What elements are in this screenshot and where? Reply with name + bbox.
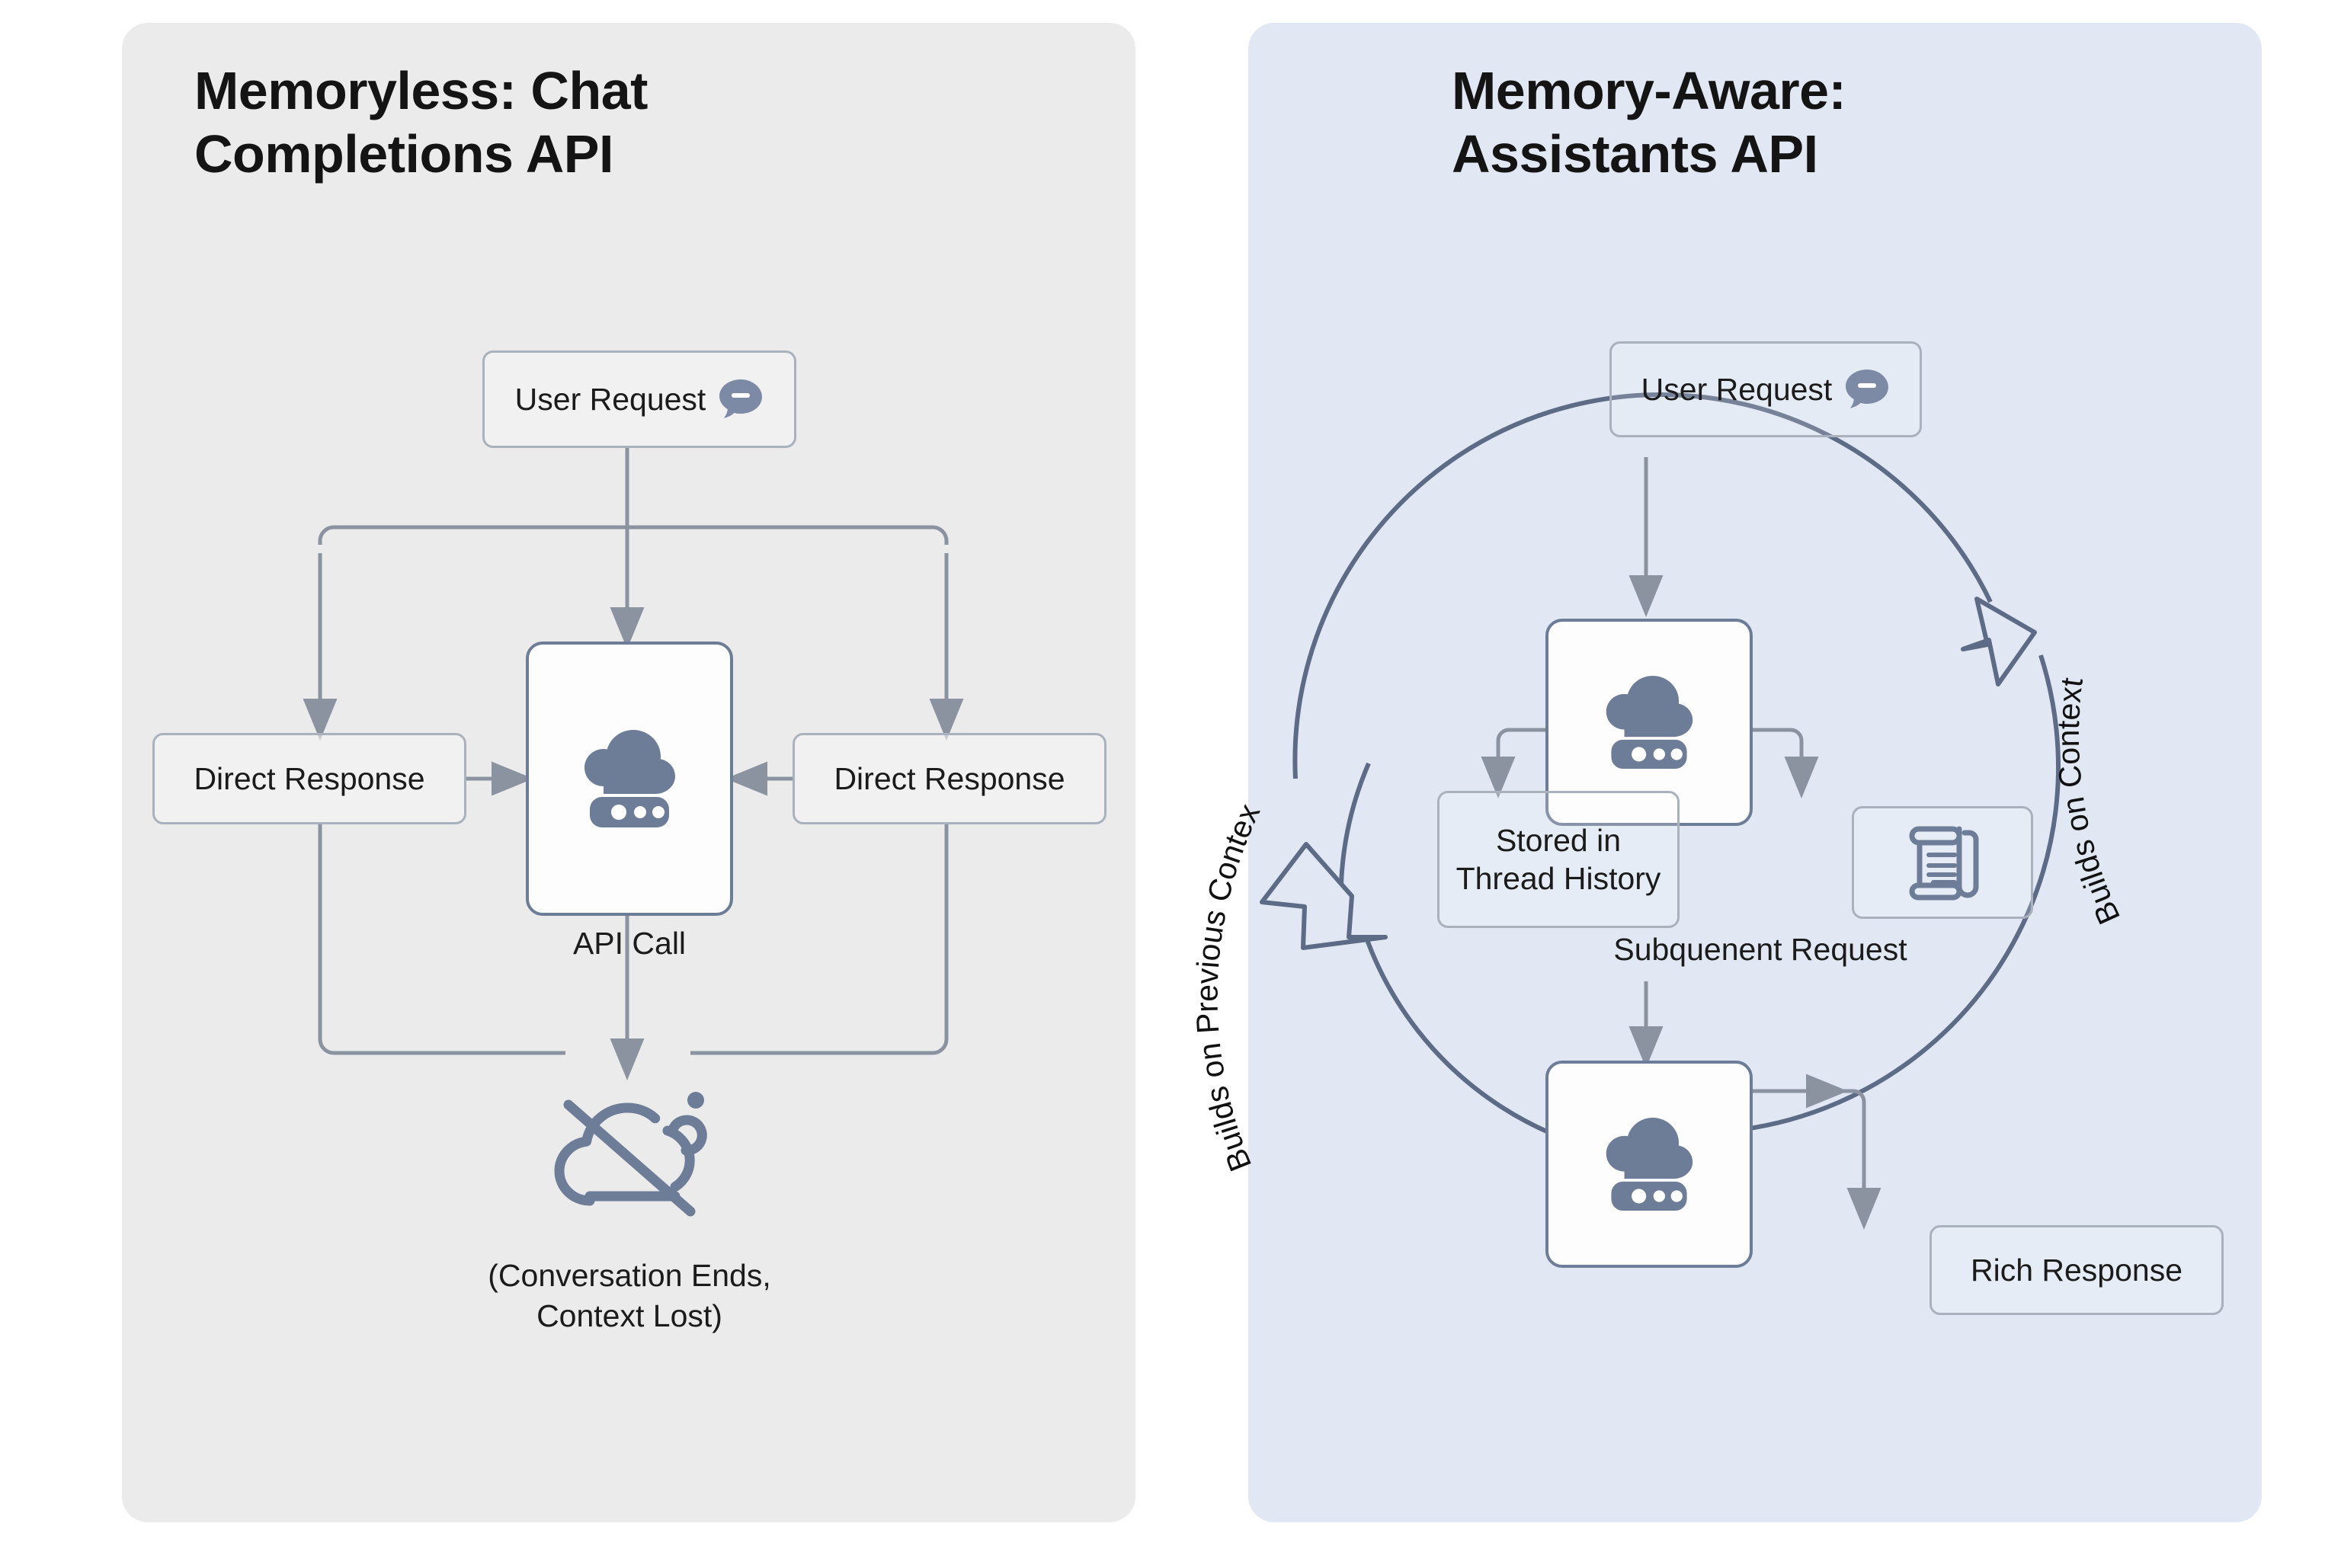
conversation-ends-caption: (Conversation Ends, Context Lost) <box>488 1258 771 1334</box>
right-user-request-node[interactable]: User Request <box>1609 341 1922 437</box>
chat-bubble-minus-icon <box>718 378 764 421</box>
left-api-call-caption: API Call <box>572 926 687 961</box>
right-user-request-label: User Request <box>1641 371 1833 407</box>
left-direct-response-label: Direct Response <box>194 760 425 796</box>
rich-response-node[interactable]: Rich Response <box>1929 1225 2224 1315</box>
rich-response-label: Rich Response <box>1970 1252 2183 1288</box>
right-panel-title: Memory-Aware: Assistants API <box>1452 61 1846 184</box>
right-direct-response-label: Direct Response <box>834 760 1065 796</box>
left-user-request-node[interactable]: User Request <box>482 350 796 448</box>
arc-labels: Builds on Context Builds on Previous Con… <box>1184 0 2127 1176</box>
left-api-call-card[interactable] <box>526 642 733 916</box>
right-direct-response-node[interactable]: Direct Response <box>793 733 1106 824</box>
cloud-off-icon <box>526 1076 733 1234</box>
left-panel-connectors <box>303 448 964 1080</box>
assistant-bottom-card[interactable] <box>1545 1061 1753 1268</box>
left-direct-response-node[interactable]: Direct Response <box>152 733 466 824</box>
cloud-server-icon <box>1587 667 1712 778</box>
thread-document-node[interactable] <box>1852 806 2033 919</box>
left-user-request-label: User Request <box>514 381 706 417</box>
subsequent-request-label: Subquenent Request <box>1613 932 1907 967</box>
arc-label-builds-on-previous-context: Builds on Previous Context <box>1184 0 1267 1176</box>
stored-in-thread-history-label: Stored in Thread History <box>1456 822 1661 896</box>
cloud-server-icon <box>1587 1109 1712 1220</box>
cloud-server-icon <box>564 721 695 837</box>
arc-label-builds-on-context: Builds on Context <box>2051 675 2127 930</box>
stored-in-thread-history-node[interactable]: Stored in Thread History <box>1437 791 1680 928</box>
left-panel-title: Memoryless: Chat Completions API <box>194 61 648 184</box>
panel-memory-aware <box>1248 23 2262 1522</box>
scroll-document-icon <box>1903 821 1982 904</box>
chat-bubble-minus-icon <box>1844 368 1890 411</box>
